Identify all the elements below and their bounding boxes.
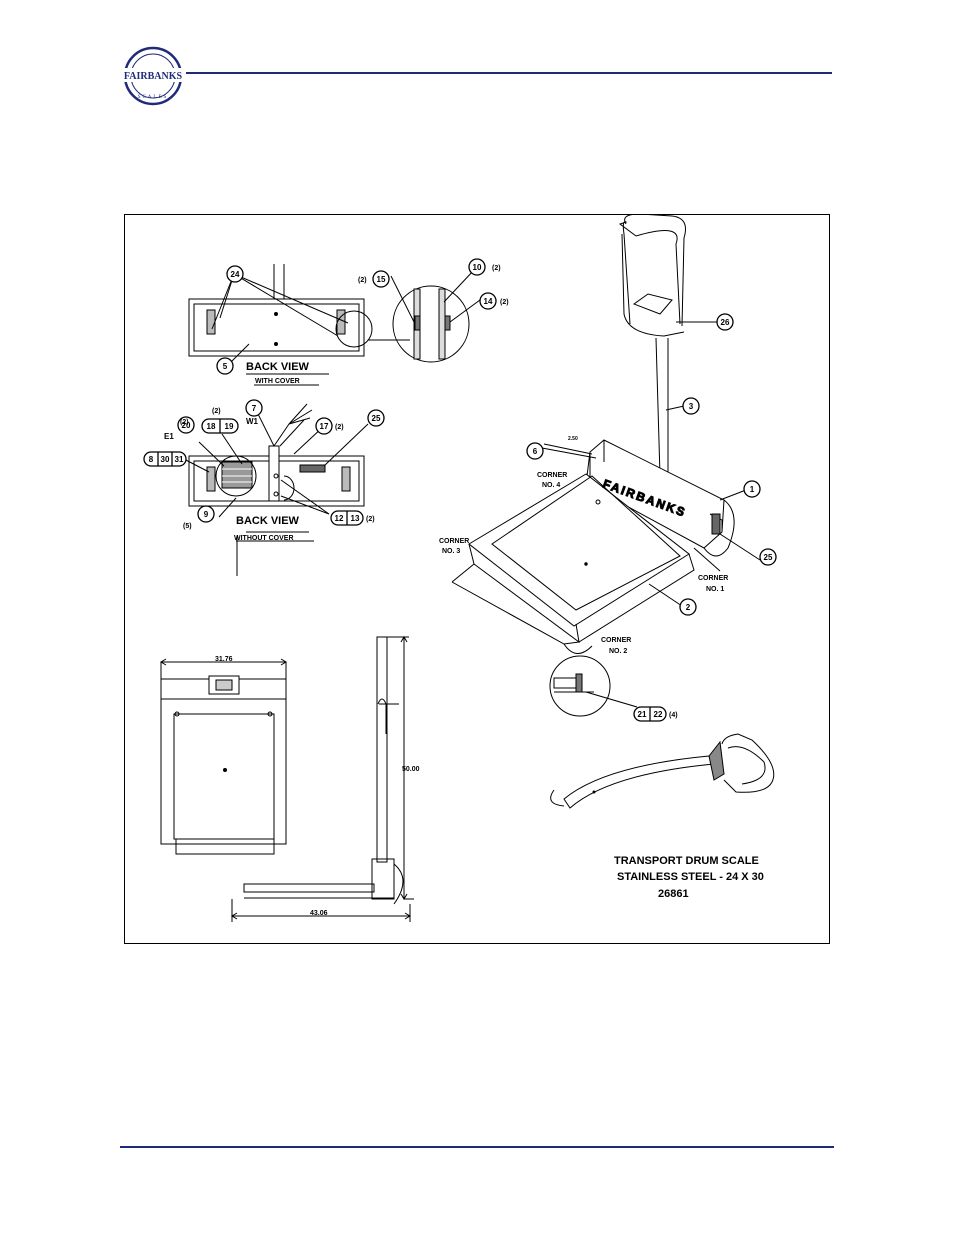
corner-2-line1: CORNER — [601, 637, 631, 644]
qty-9: (5) — [183, 523, 192, 530]
header-rule — [186, 72, 832, 74]
corner-1-line1: CORNER — [698, 575, 728, 582]
detail-corner-fastener — [549, 655, 638, 717]
callout-14: 14 — [484, 297, 493, 306]
technical-drawing: FAIRBANKS — [143, 214, 777, 922]
callout-bubbles — [143, 258, 777, 722]
isometric-scale: FAIRBANKS — [451, 214, 761, 654]
label-w1: W1 — [246, 417, 259, 426]
back-view-without-cover — [181, 403, 369, 576]
callout-12: 12 — [335, 514, 344, 523]
detail-brackets — [390, 269, 481, 363]
without-cover-label: WITHOUT COVER — [234, 535, 294, 542]
callout-3: 3 — [689, 402, 694, 411]
drawing-title-line1: TRANSPORT DRUM SCALE — [614, 855, 759, 867]
dim-small: 2.50 — [568, 436, 578, 442]
drawing-title-line2: STAINLESS STEEL - 24 X 30 — [617, 871, 764, 883]
qty-18: (2) — [212, 408, 221, 415]
drawing-frame — [124, 214, 830, 944]
callout-22: 22 — [654, 710, 663, 719]
front-view — [160, 658, 287, 855]
label-e1: E1 — [164, 432, 174, 441]
qty-20: (2) — [180, 419, 189, 426]
dim-height: 50.00 — [402, 766, 420, 773]
side-view — [231, 636, 414, 922]
corner-2-line2: NO. 2 — [609, 648, 627, 655]
back-view-with-cover — [188, 264, 410, 386]
callout-18: 18 — [207, 422, 216, 431]
qty-12: (2) — [366, 516, 375, 523]
callout-10: 10 — [473, 263, 482, 272]
callout-5: 5 — [223, 362, 228, 371]
dim-width: 31.76 — [215, 656, 233, 663]
callout-9: 9 — [204, 510, 209, 519]
callout-20: 20 — [182, 421, 191, 430]
callout-25-back: 25 — [372, 414, 381, 423]
qty-10: (2) — [492, 265, 501, 272]
corner-3-line2: NO. 3 — [442, 548, 460, 555]
corner-1-line2: NO. 1 — [706, 586, 724, 593]
callout-25-iso: 25 — [764, 553, 773, 562]
corner-3-line1: CORNER — [439, 538, 469, 545]
callout-26: 26 — [721, 318, 730, 327]
callout-1: 1 — [750, 485, 755, 494]
back-view-label-2: BACK VIEW — [236, 515, 300, 527]
footer-rule — [120, 1146, 834, 1148]
callout-7: 7 — [252, 404, 257, 413]
callout-21: 21 — [638, 710, 647, 719]
back-view-label-1: BACK VIEW — [246, 361, 310, 373]
corner-4-line2: NO. 4 — [542, 482, 560, 489]
handle-detail — [550, 733, 775, 809]
logo-subtext: SCALES — [138, 95, 169, 100]
qty-17: (2) — [335, 424, 344, 431]
with-cover-label: WITH COVER — [255, 378, 300, 385]
drawing-number: 26861 — [658, 888, 689, 900]
callout-24: 24 — [231, 270, 240, 279]
callout-19: 19 — [225, 422, 234, 431]
qty-15: (2) — [358, 277, 367, 284]
fairbanks-logo: FAIRBANKS SCALES — [123, 46, 183, 106]
dim-depth: 43.06 — [310, 910, 328, 917]
callout-6: 6 — [533, 447, 538, 456]
corner-4-line1: CORNER — [537, 472, 567, 479]
callout-30: 30 — [161, 455, 170, 464]
callout-2: 2 — [686, 603, 691, 612]
callout-31: 31 — [175, 455, 184, 464]
qty-21: (4) — [669, 712, 678, 719]
callout-13: 13 — [351, 514, 360, 523]
callout-17: 17 — [320, 422, 329, 431]
callout-15: 15 — [377, 275, 386, 284]
callout-8: 8 — [149, 455, 154, 464]
qty-14: (2) — [500, 299, 509, 306]
logo-text: FAIRBANKS — [124, 71, 183, 82]
